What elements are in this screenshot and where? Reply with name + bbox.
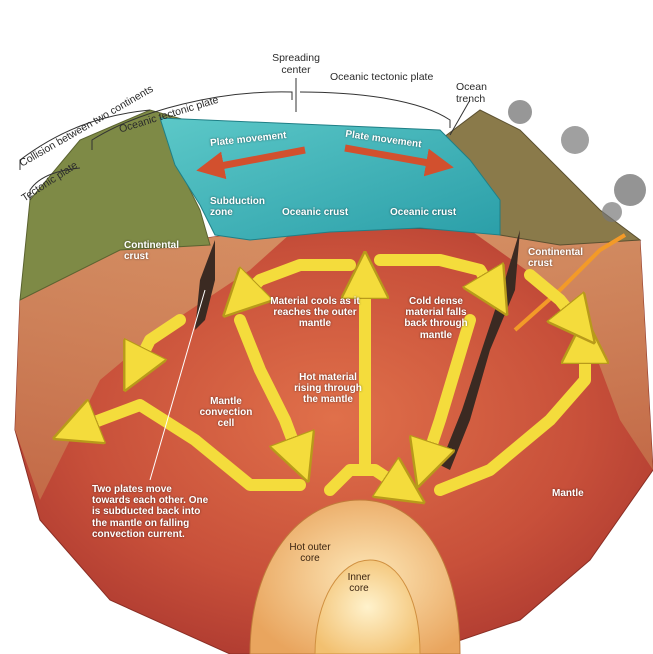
convection-arrow-top-left [240, 259, 356, 300]
continental-crust-right-label: Continental crust [528, 247, 583, 270]
convection-arrow-left-inner-down [234, 314, 300, 460]
subduction-zone-label: Subduction zone [210, 196, 265, 219]
bracket-oceanic-plate-left [91, 91, 293, 150]
callout-two-plates-leader [149, 289, 206, 481]
hot-material-label: Hot material rising through the mantle [294, 372, 362, 406]
plate-movement-arrow-left [196, 146, 306, 180]
plate-movement-arrow-right [344, 144, 454, 177]
oceanic-crust-right-label: Oceanic crust [390, 207, 457, 218]
bracket-tectonic-plate [29, 167, 81, 200]
two-plates-callout: Two plates move towards each other. One … [92, 484, 209, 540]
convection-arrow-bottom-center [324, 470, 405, 490]
ocean-trench-leader [449, 99, 471, 136]
convection-arrow-right-inner-down [425, 314, 476, 465]
hot-outer-core-label: Hot outer core [289, 542, 331, 565]
material-cools-label: Material cools as it reaches the outer m… [270, 296, 360, 330]
inner-core [314, 559, 421, 654]
bracket-collision [19, 109, 151, 170]
mantle-label: Mantle [552, 488, 584, 499]
cold-dense-label: Cold dense material falls back through m… [404, 296, 468, 341]
spreading-center-label: Spreading center [272, 52, 320, 76]
bracket-oceanic-plate-right [299, 91, 451, 128]
ocean-trench-label: Ocean trench [456, 81, 487, 105]
continental-crust-left-label: Continental crust [124, 240, 179, 263]
continental-crust-right-band [470, 230, 653, 470]
convection-arrow-top-right [374, 254, 495, 295]
convection-arrow-right-top [524, 269, 580, 325]
convection-arrow-left-outer [75, 405, 306, 491]
convection-arrow-left-down [135, 314, 186, 370]
oceanic-plate-right-label: Oceanic tectonic plate [330, 71, 434, 83]
oceanic-crust-left-label: Oceanic crust [282, 207, 349, 218]
ocean-surface [159, 117, 501, 241]
inner-core-label: Inner core [347, 572, 371, 595]
continental-crust-left-band [15, 225, 300, 500]
mantle-convection-cell-label: Mantle convection cell [199, 396, 253, 430]
convection-arrow-right-outer [434, 340, 585, 496]
